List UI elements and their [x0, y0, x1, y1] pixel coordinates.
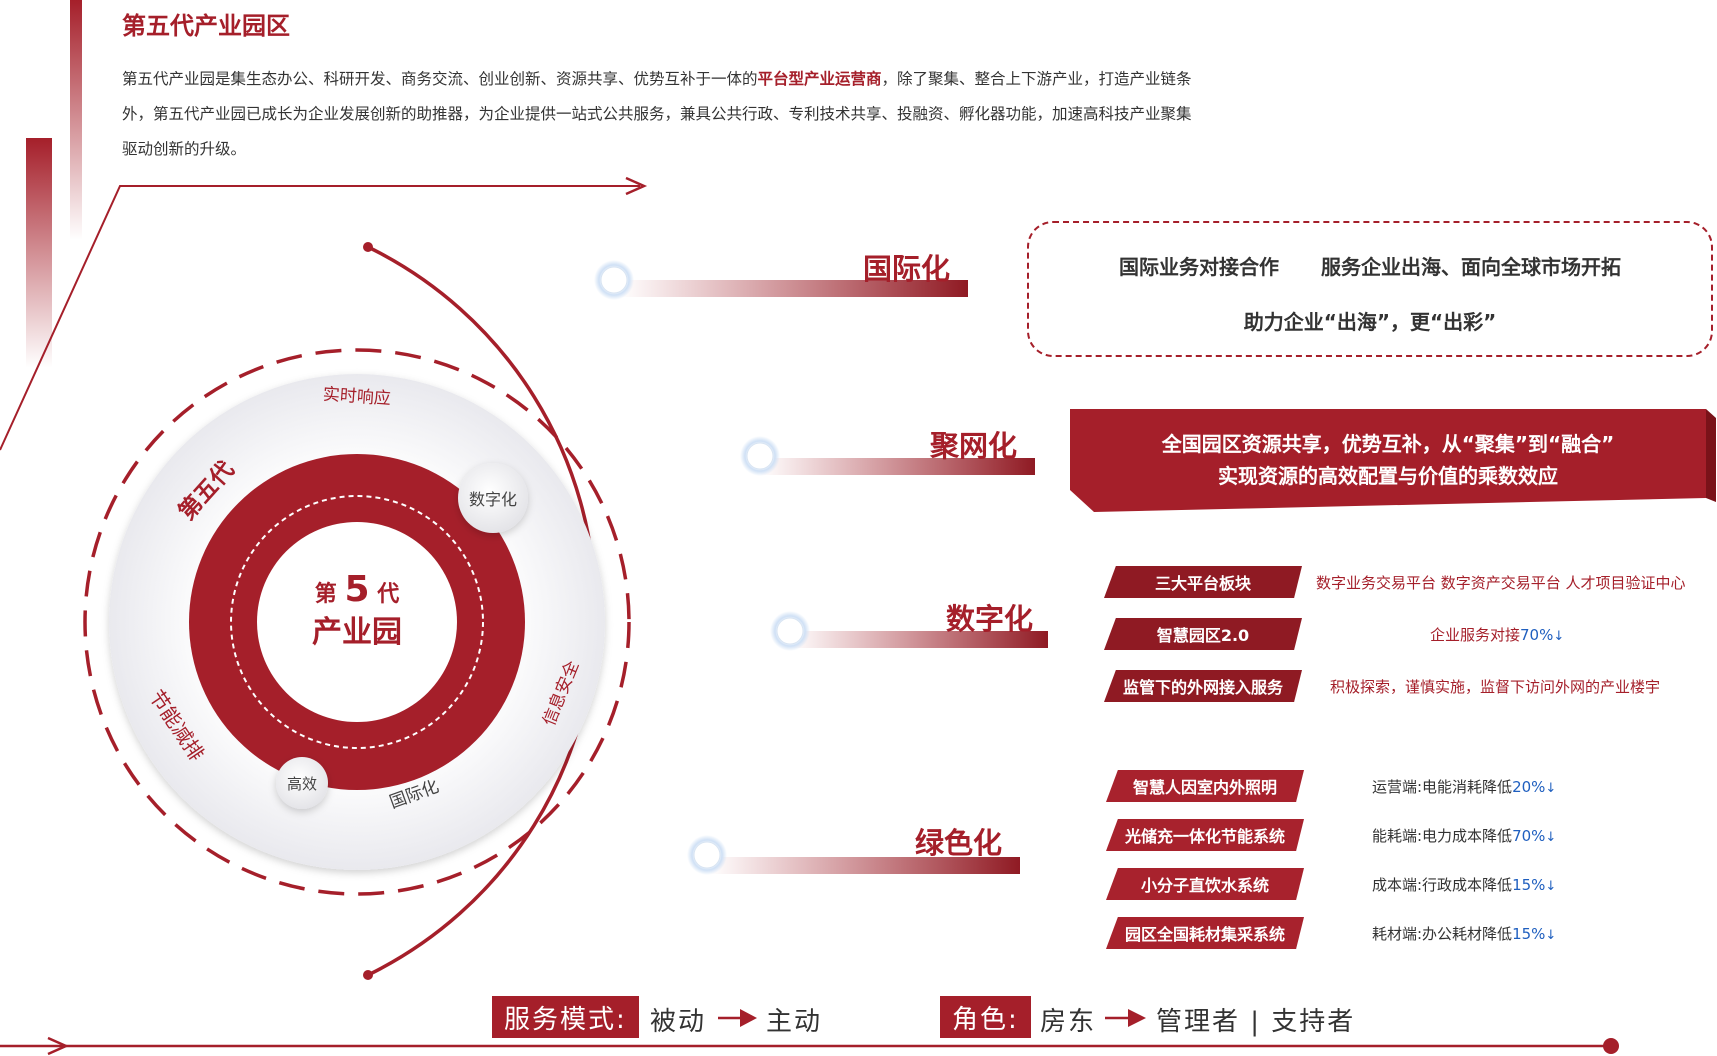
connector-digital — [790, 631, 1048, 648]
network-banner-line1: 全国园区资源共享，优势互补，从“聚集”到“融合” — [1161, 432, 1615, 456]
green-desc-2-pct: 70% — [1512, 827, 1546, 845]
arc-end-dot — [363, 970, 373, 980]
arc-start-dot — [363, 242, 373, 252]
green-tag-4: 园区全国耗材集采系统 — [1106, 917, 1304, 949]
green-desc-2: 能耗端:电力成本降低70%↓ — [1372, 825, 1556, 846]
connector-international — [620, 280, 968, 297]
intro-part1: 第五代产业园是集生态办公、科研开发、商务交流、创业创新、资源共享、优势互补于一体… — [122, 70, 758, 88]
core-line1-b: 代 — [377, 582, 400, 607]
connector-green — [710, 857, 1020, 874]
core-title: 第 5 代 产业园 — [277, 572, 437, 653]
category-digital: 数字化 — [946, 602, 1034, 636]
intro-paragraph: 第五代产业园是集生态办公、科研开发、商务交流、创业创新、资源共享、优势互补于一体… — [122, 62, 1192, 167]
network-banner: 全国园区资源共享，优势互补，从“聚集”到“融合” 实现资源的高效配置与价值的乘数… — [1070, 428, 1706, 492]
digital-desc-2-text: 企业服务对接 — [1430, 626, 1521, 644]
green-desc-2-text: 能耗端:电力成本降低 — [1372, 827, 1513, 845]
international-line2: 助力企业“出海”，更“出彩” — [1243, 310, 1497, 334]
bubble-efficient: 高效 — [286, 774, 317, 793]
service-to: 主动 — [766, 1007, 823, 1037]
green-desc-4-pct: 15% — [1512, 925, 1546, 943]
green-desc-3-pct: 15% — [1512, 876, 1546, 894]
digital-desc-3: 积极探索，谨慎实施，监督下访问外网的产业楼宇 — [1330, 678, 1661, 696]
top-arrow-head — [625, 176, 648, 196]
role-to: 管理者 | 支持者 — [1156, 1007, 1356, 1037]
role-label: 角色: — [940, 996, 1031, 1038]
bubble-digital-bg — [458, 463, 528, 533]
international-line1: 国际业务对接合作 服务企业出海、面向全球市场开拓 — [1029, 251, 1711, 280]
bottom-timeline-dot — [1603, 1038, 1619, 1054]
core-line1-a: 第 — [314, 582, 337, 607]
network-banner-line2: 实现资源的高效配置与价值的乘数效应 — [1218, 464, 1558, 488]
service-from: 被动 — [650, 1007, 707, 1037]
international-line1-a: 国际业务对接合作 — [1119, 255, 1280, 279]
down-arrow-icon: ↓ — [1545, 781, 1557, 796]
down-arrow-icon: ↓ — [1545, 928, 1557, 943]
service-mode-label: 服务模式: — [492, 996, 639, 1038]
category-network: 聚网化 — [930, 429, 1018, 463]
bubble-efficient-bg — [276, 757, 328, 809]
digital-desc-2-pct: 70% — [1520, 626, 1554, 644]
down-arrow-icon: ↓ — [1545, 879, 1557, 894]
connector-network — [760, 458, 1035, 475]
decor-bar-short — [26, 138, 52, 368]
bubble-digital: 数字化 — [468, 490, 517, 509]
green-desc-1: 运营端:电能消耗降低20%↓ — [1372, 776, 1556, 797]
inner-dashed-ring — [230, 495, 484, 749]
green-desc-1-pct: 20% — [1512, 778, 1546, 796]
green-desc-1-text: 运营端:电能消耗降低 — [1372, 778, 1513, 796]
digital-desc-2: 企业服务对接70%↓ — [1430, 624, 1564, 645]
category-international: 国际化 — [863, 252, 951, 286]
core-disc — [257, 522, 457, 722]
page-title: 第五代产业园区 — [122, 12, 290, 40]
down-arrow-icon: ↓ — [1545, 830, 1557, 845]
outer-dashed-ring — [83, 348, 631, 896]
intro-highlight: 平台型产业运营商 — [757, 70, 882, 88]
category-green: 绿色化 — [915, 826, 1003, 860]
green-tag-1: 智慧人因室内外照明 — [1106, 770, 1304, 802]
role-from: 房东 — [1040, 1007, 1097, 1037]
service-arrow-icon — [718, 1009, 757, 1027]
international-box: 国际业务对接合作 服务企业出海、面向全球市场开拓 助力企业“出海”，更“出彩” — [1027, 221, 1713, 357]
digital-tag-1: 三大平台板块 — [1104, 566, 1302, 598]
role-arrow-icon — [1105, 1009, 1146, 1027]
network-banner-bg — [1070, 409, 1706, 512]
core-line2: 产业园 — [312, 615, 402, 650]
intro-part2: ，除了聚集、整合上下游产业，打造产业链条外，第五代产业园已成长为企业发展创新的助… — [122, 70, 1192, 158]
digital-tag-3: 监管下的外网接入服务 — [1104, 670, 1302, 702]
green-desc-3: 成本端:行政成本降低15%↓ — [1372, 874, 1556, 895]
top-arrow-line — [0, 185, 640, 451]
green-desc-4: 耗材端:办公耗材降低15%↓ — [1372, 923, 1556, 944]
decor-bar-tall — [70, 0, 82, 240]
digital-tag-2: 智慧园区2.0 — [1104, 618, 1302, 650]
green-tag-2: 光储充一体化节能系统 — [1106, 819, 1304, 851]
green-tag-3: 小分子直饮水系统 — [1106, 868, 1304, 900]
core-number: 5 — [344, 569, 370, 610]
down-arrow-icon: ↓ — [1553, 629, 1565, 644]
digital-desc-1: 数字业务交易平台 数字资产交易平台 人才项目验证中心 — [1316, 574, 1686, 592]
green-desc-3-text: 成本端:行政成本降低 — [1372, 876, 1513, 894]
green-desc-4-text: 耗材端:办公耗材降低 — [1372, 925, 1513, 943]
ring-label-top: 实时响应 — [322, 384, 392, 410]
international-line1-b: 服务企业出海、面向全球市场开拓 — [1320, 255, 1621, 279]
